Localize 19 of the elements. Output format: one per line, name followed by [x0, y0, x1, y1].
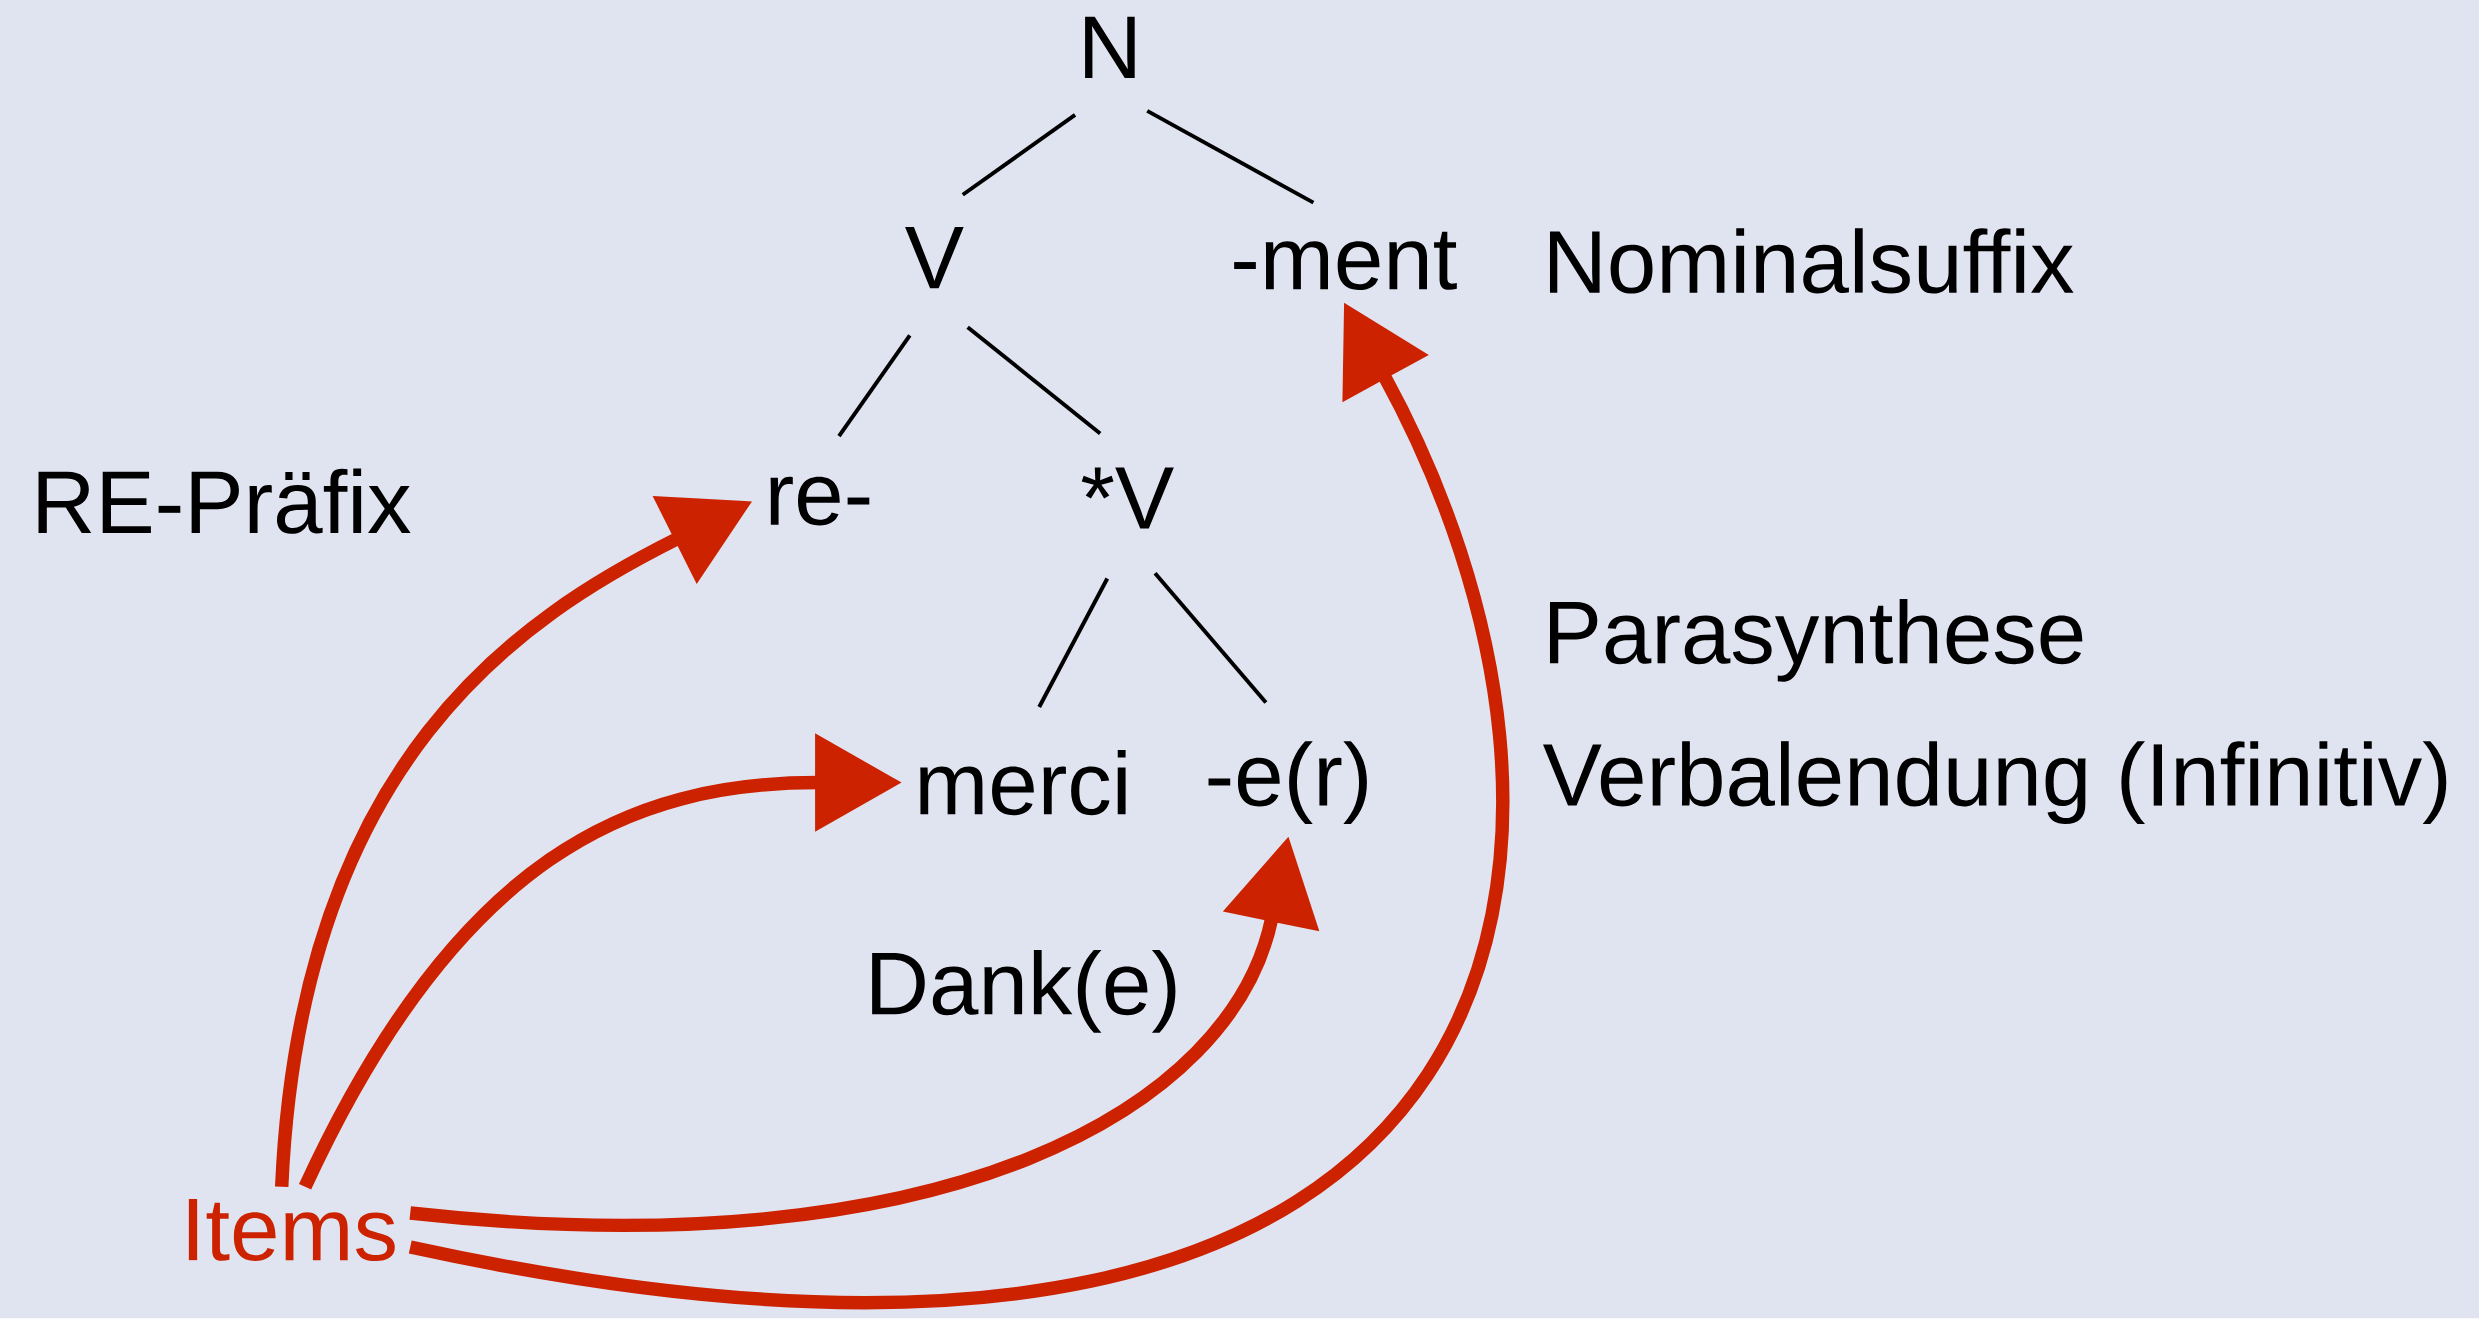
annotation-label: RE-Präfix	[38, 468, 411, 535]
tree-branch	[1037, 577, 1109, 709]
tree-branch	[837, 334, 912, 438]
annotation-label: Dank(e)	[872, 950, 1176, 1033]
tree-branch	[966, 325, 1102, 436]
tree-branch	[1146, 109, 1315, 205]
source-label: Items	[188, 1199, 395, 1262]
annotation-label: Parasynthese	[1549, 599, 2083, 682]
tree-branch	[961, 113, 1077, 197]
tree-node-label: -e(r)	[1208, 741, 1367, 825]
tree-node-label: -ment	[1234, 231, 1457, 291]
tree-node-label: N	[1085, 17, 1135, 79]
tree-node-label: V	[905, 227, 964, 289]
tree-branch	[1153, 572, 1268, 705]
annotation-label: Verbalendung (Infinitiv)	[1543, 741, 2447, 825]
tree-node-label: *V	[1081, 467, 1174, 529]
annotation-label: Nominalsuffix	[1549, 228, 2074, 294]
tree-node-label: merci	[920, 750, 1126, 816]
tree-node-label: re-	[770, 477, 870, 526]
